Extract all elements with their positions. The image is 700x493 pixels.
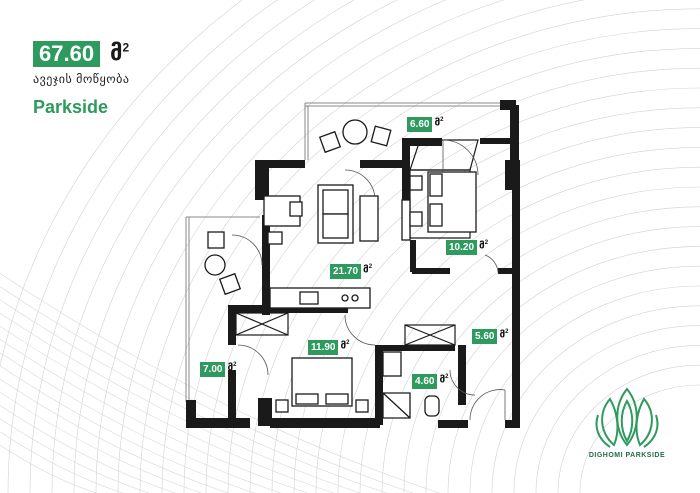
- background-wave-line: [381, 206, 700, 493]
- leaf-logo-icon: [595, 387, 659, 448]
- room-area-value: 4.60: [412, 374, 438, 389]
- room-area-unit: მ2: [363, 264, 373, 276]
- background-wave-line: [403, 226, 700, 493]
- background-wave-line: [95, 0, 447, 493]
- room-area-value: 10.20: [446, 240, 478, 255]
- furniture-layout-subtitle: ავეჯის მოწყობა: [33, 72, 130, 86]
- project-name: Parkside: [33, 97, 109, 117]
- room-area-unit: მ2: [499, 329, 509, 341]
- walls: [186, 100, 520, 428]
- terrace-furniture: [204, 231, 242, 296]
- background-wave-line: [425, 246, 700, 493]
- room-area-value: 6.60: [407, 117, 433, 132]
- background-wave-line: [29, 0, 315, 493]
- room-area-value: 5.60: [472, 329, 498, 344]
- background-wave-line: [227, 67, 700, 493]
- background-wave-line: [535, 345, 700, 493]
- background-wave-line: [491, 305, 700, 493]
- kitchen-counter: [269, 287, 371, 309]
- background-wave-line: [315, 147, 700, 493]
- bedroom-2-bed: [275, 357, 369, 413]
- background-wave-line: [183, 28, 700, 493]
- background-wave-line: [0, 365, 255, 493]
- background-wave-line: [73, 0, 398, 493]
- door-swings: [231, 139, 506, 421]
- bathroom-fixtures: [382, 351, 440, 419]
- dighomi-parkside-logo: [595, 387, 659, 448]
- background-wave-line: [0, 391, 202, 493]
- background-wave-line: [337, 166, 700, 493]
- room-area-unit: მ2: [340, 340, 350, 352]
- background-wave-line: [0, 378, 229, 493]
- background-wave-line: [0, 339, 308, 493]
- background-wave-line: [205, 48, 700, 493]
- background-wave-line: [0, 312, 361, 493]
- background-wave-line: [0, 405, 176, 493]
- background-wave-line: [0, 325, 334, 493]
- room-area-unit: მ2: [434, 117, 444, 129]
- background-wave-line: [0, 286, 413, 493]
- room-area-unit: მ2: [479, 240, 489, 252]
- background-wave-line: [447, 265, 700, 493]
- background-wave-line: [293, 127, 700, 493]
- background-wave-line: [139, 0, 586, 493]
- total-area-badge: 67.60: [33, 41, 101, 67]
- background-wave-line: [0, 273, 440, 493]
- room-area-value: 21.70: [330, 264, 362, 279]
- background-wave-line: [51, 0, 355, 493]
- living-furniture: [263, 184, 411, 245]
- background-wave-line: [513, 325, 700, 493]
- background-wave-line: [161, 8, 700, 493]
- background-wave-line: [0, 444, 97, 493]
- balcony-furniture: [318, 119, 392, 154]
- background-wave-line: [0, 431, 123, 493]
- background-wave-line: [0, 352, 281, 493]
- room-area-value: 11.90: [308, 340, 339, 355]
- room-area-value: 7.00: [200, 362, 226, 377]
- logo-wordmark: DIGHOMI PARKSIDE: [588, 452, 666, 459]
- window-glazing: [185, 102, 500, 402]
- background-wave-line: [469, 285, 700, 493]
- room-area-unit: მ2: [227, 362, 237, 374]
- bedroom-1-bed: [409, 171, 477, 233]
- background-wave-line: [0, 418, 149, 493]
- total-area-unit: მ2: [110, 40, 130, 65]
- background-wave-line: [557, 364, 700, 493]
- background-wave-line: [579, 384, 700, 493]
- room-area-unit: მ2: [439, 374, 449, 386]
